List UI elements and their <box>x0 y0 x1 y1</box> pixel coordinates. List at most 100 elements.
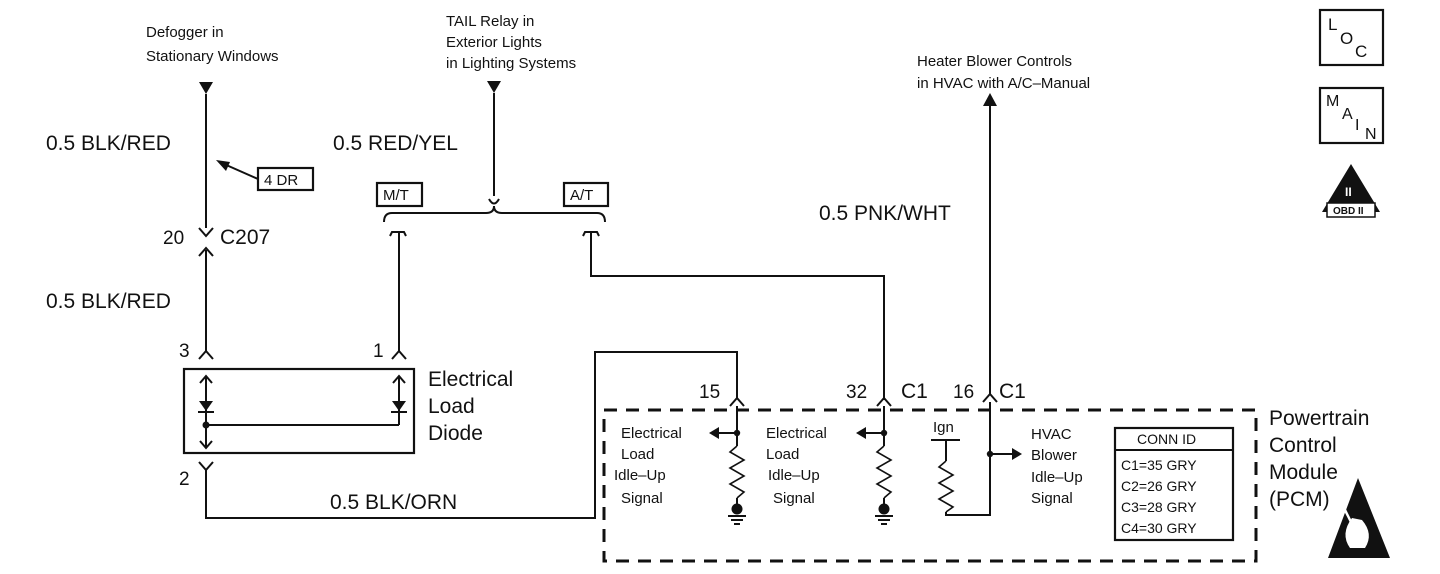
svg-text:Heater Blower Controls: Heater Blower Controls <box>917 53 1072 70</box>
svg-text:Load: Load <box>766 446 799 463</box>
pin-32-junction-dot <box>880 429 888 437</box>
svg-text:Defogger in: Defogger in <box>146 24 224 41</box>
pin-15-terminal-icon <box>729 396 745 407</box>
ign-resistor-icon <box>937 460 955 513</box>
four-dr-pointer-arrow-icon <box>216 160 230 171</box>
svg-text:A: A <box>1342 106 1353 123</box>
obd-ii-warning-icon[interactable]: II OBD II <box>1322 164 1380 218</box>
svg-text:Idle–Up: Idle–Up <box>1031 469 1083 486</box>
conn-id-table <box>1113 426 1235 542</box>
heater-blower-destination-label: Heater Blower Controls in HVAC with A/C–… <box>917 53 1090 92</box>
mt-option-tag <box>375 181 424 208</box>
main-icon-frame <box>1318 86 1385 145</box>
pin-32-signal-arrow-icon <box>856 427 866 439</box>
mt-branch-terminal-icon <box>389 231 407 237</box>
svg-text:(PCM): (PCM) <box>1269 488 1330 511</box>
svg-text:Electrical: Electrical <box>621 425 682 442</box>
four-dr-pointer <box>223 163 259 180</box>
loc-location-icon[interactable]: L O C <box>1318 8 1385 67</box>
obd-ii-triangle <box>1322 164 1380 212</box>
pcm-connector-c1-b: C1 <box>999 380 1026 403</box>
svg-text:Powertrain: Powertrain <box>1269 407 1369 430</box>
pin-16-junction-dot <box>986 450 994 458</box>
transmission-option-brace <box>383 205 606 223</box>
pin-15-resistor-icon <box>728 445 746 499</box>
pnk-wht-wire-label: 0.5 PNK/WHT <box>819 202 951 225</box>
diode-pin-3: 3 <box>179 341 190 362</box>
esd-sensitive-icon <box>1328 478 1390 558</box>
pin-15-signal-arrow-icon <box>709 427 719 439</box>
electrical-load-diode-box <box>182 367 416 455</box>
svg-text:in Lighting Systems: in Lighting Systems <box>446 55 576 72</box>
pin-32-ground-node-icon <box>878 503 890 515</box>
pin-32-terminal-icon <box>876 396 892 407</box>
main-circuit-icon[interactable]: M A I N <box>1318 86 1385 145</box>
svg-text:Exterior Lights: Exterior Lights <box>446 34 542 51</box>
pin-16-terminal-icon <box>982 392 998 403</box>
esd-hand-icon <box>1345 518 1369 548</box>
four-dr-tag-label: 4 DR <box>264 172 298 189</box>
esd-slash-icon <box>1338 499 1357 531</box>
svg-text:L: L <box>1328 15 1337 34</box>
four-dr-tag <box>256 166 315 192</box>
diode-junction-dot <box>202 421 210 429</box>
pin-15-junction-dot <box>733 429 741 437</box>
hvac-signal-label: HVAC Blower Idle–Up Signal <box>1031 426 1083 507</box>
diode-label-line-2: Load <box>428 395 475 418</box>
svg-text:Electrical: Electrical <box>766 425 827 442</box>
svg-text:N: N <box>1365 126 1377 143</box>
conn-id-row-c2: C2=26 GRY <box>1121 478 1197 494</box>
svg-text:Idle–Up: Idle–Up <box>614 467 666 484</box>
pcm-pin-15: 15 <box>699 382 720 403</box>
pin-15-ground-node-icon <box>731 503 743 515</box>
diode-pin-2-terminal-icon <box>198 461 214 472</box>
blk-red-wire-label-top: 0.5 BLK/RED <box>46 132 171 155</box>
defogger-destination-label: Defogger in Stationary Windows <box>146 24 279 65</box>
blk-orn-wire <box>205 351 738 519</box>
ign-label: Ign <box>933 419 954 436</box>
conn-id-row-c1: C1=35 GRY <box>1121 457 1197 473</box>
pin-32-resistor-icon <box>875 445 893 499</box>
diode-label-line-3: Diode <box>428 422 483 445</box>
blk-red-wire-label-bottom: 0.5 BLK/RED <box>46 290 171 313</box>
blk-orn-wire-label: 0.5 BLK/ORN <box>330 491 457 514</box>
red-yel-wire-label: 0.5 RED/YEL <box>333 132 458 155</box>
tail-relay-arrow-icon <box>487 81 501 93</box>
svg-text:II: II <box>1345 185 1352 199</box>
svg-text:Control: Control <box>1269 434 1337 457</box>
svg-text:Stationary Windows: Stationary Windows <box>146 48 279 65</box>
svg-text:O: O <box>1340 29 1353 48</box>
pin-15-signal-label: Electrical Load Idle–Up Signal <box>614 425 682 507</box>
tail-relay-destination-label: TAIL Relay in Exterior Lights in Lightin… <box>446 13 576 72</box>
pin-16-signal-arrow-icon <box>1012 448 1022 460</box>
pcm-pin-16: 16 <box>953 382 974 403</box>
diode-pin-2: 2 <box>179 469 190 490</box>
diode-right-symbol-icon <box>392 401 406 411</box>
at-branch-terminal-icon <box>582 231 600 237</box>
c207-pin-number: 20 <box>163 228 184 249</box>
pcm-connector-c1-a: C1 <box>901 380 928 403</box>
diode-label-line-1: Electrical <box>428 368 513 391</box>
obd-ii-label-box <box>1326 202 1376 218</box>
svg-text:M: M <box>1326 93 1339 110</box>
at-branch-wire <box>590 233 885 400</box>
diode-left-symbol-icon <box>199 401 213 411</box>
pcm-pin-32: 32 <box>846 382 867 403</box>
pcm-label: Powertrain Control Module (PCM) <box>1269 407 1369 511</box>
svg-text:Blower: Blower <box>1031 447 1077 464</box>
conn-id-row-c3: C3=28 GRY <box>1121 499 1197 515</box>
red-yel-splice-icon <box>488 198 500 205</box>
diode-pin-3-terminal-icon <box>198 349 214 360</box>
esd-triangle <box>1328 478 1390 558</box>
svg-text:Signal: Signal <box>773 490 815 507</box>
svg-text:Load: Load <box>621 446 654 463</box>
diode-pin-1: 1 <box>373 341 384 362</box>
diode-left-top-arrow-icon <box>199 374 213 384</box>
diode-left-bottom-arrow-icon <box>199 440 213 450</box>
c207-connector-name: C207 <box>220 226 270 249</box>
pin-32-signal-label: Electrical Load Idle–Up Signal <box>766 425 827 507</box>
svg-text:in HVAC with A/C–Manual: in HVAC with A/C–Manual <box>917 75 1090 92</box>
conn-id-row-c4: C4=30 GRY <box>1121 520 1197 536</box>
at-option-label: A/T <box>570 187 593 204</box>
